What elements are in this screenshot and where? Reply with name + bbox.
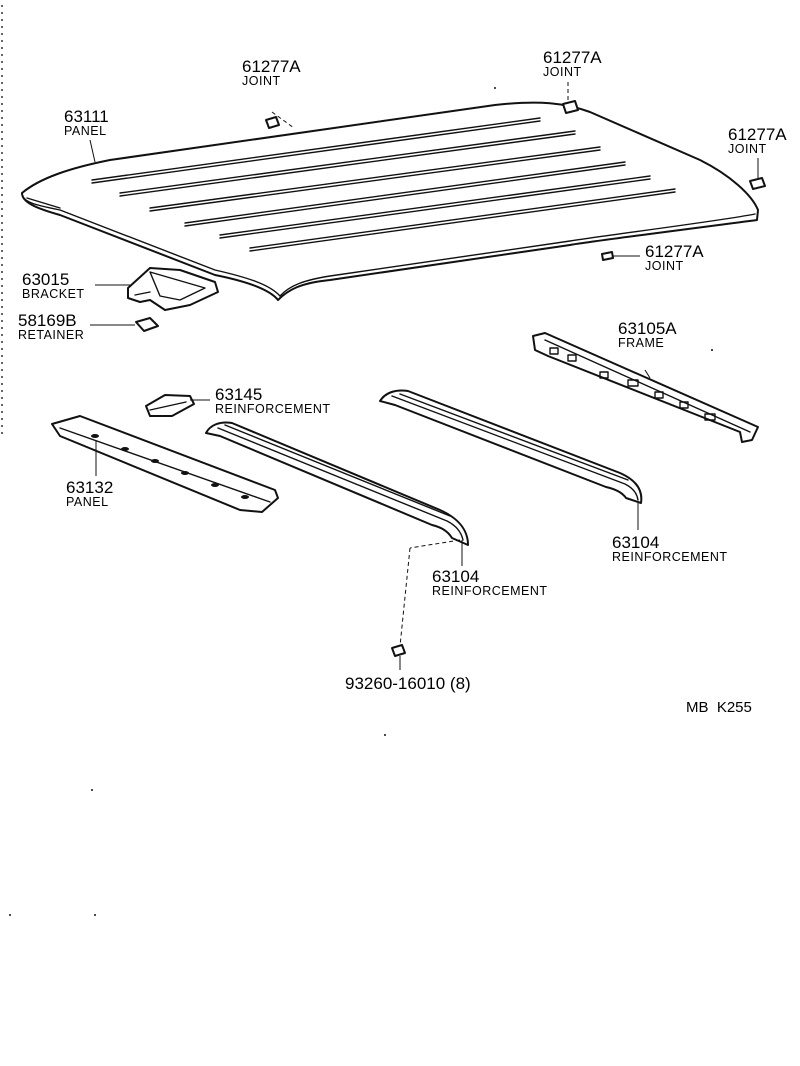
callout-number: 93260-16010 (8) (345, 674, 471, 693)
joint-clip-drawings (265, 100, 766, 261)
callout-number: 61277A (242, 57, 301, 76)
callout-name: BRACKET (22, 287, 85, 301)
roof-panel-drawing (21, 101, 759, 301)
callout-name: RETAINER (18, 328, 84, 342)
callout-number: 63015 (22, 270, 69, 289)
callout-number: 58169B (18, 311, 77, 330)
bracket-drawing (127, 267, 219, 311)
bolt-drawing (391, 644, 406, 657)
callout-number: 61277A (543, 48, 602, 67)
bow-reinforcement-left-drawing (205, 421, 469, 546)
callout-number: 63132 (66, 478, 113, 497)
callout-name: REINFORCEMENT (612, 550, 728, 564)
callout-name: JOINT (645, 259, 684, 273)
callout-name: REINFORCEMENT (432, 584, 548, 598)
small-reinforcement-drawing (145, 394, 195, 417)
retainer-drawing (135, 317, 159, 332)
callout-name: PANEL (66, 495, 109, 509)
callout-number: 63105A (618, 319, 677, 338)
callout-name: FRAME (618, 336, 664, 350)
leader-lines (89, 82, 759, 670)
lower-panel-drawing (51, 415, 279, 513)
callout-name: JOINT (543, 65, 582, 79)
callout-labels: 61277A JOINT 61277A JOINT 61277A JOINT 6… (18, 48, 787, 716)
callout-number: 63104 (432, 567, 479, 586)
callout-number: 63145 (215, 385, 262, 404)
callout-name: JOINT (242, 74, 281, 88)
callout-name: PANEL (64, 124, 107, 138)
callout-number: 63104 (612, 533, 659, 552)
callout-number: 61277A (728, 125, 787, 144)
bow-reinforcement-right-drawing (379, 389, 643, 504)
callout-number: 63111 (64, 107, 109, 126)
callout-name: REINFORCEMENT (215, 402, 331, 416)
callout-number: 61277A (645, 242, 704, 261)
callout-name: JOINT (728, 142, 767, 156)
frame-drawing (532, 332, 759, 443)
reference-code: MB K255 (686, 699, 752, 716)
